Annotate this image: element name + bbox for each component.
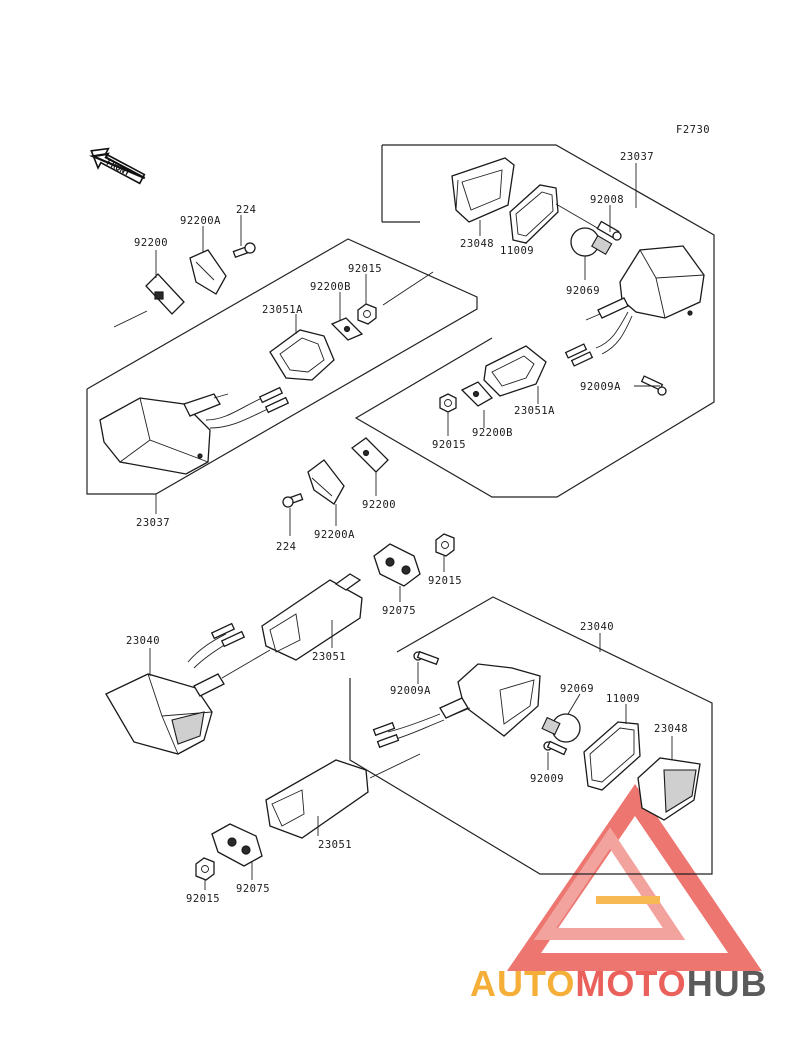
label-224-top: 224 xyxy=(236,204,256,216)
nut-92015-right xyxy=(439,393,457,413)
label-92200-mid: 92200 xyxy=(362,499,396,511)
label-92200b-left: 92200B xyxy=(310,281,351,293)
watermark-auto: AUTO xyxy=(470,963,575,1004)
plate-92200-mid xyxy=(350,437,389,473)
label-92075-bottom: 92075 xyxy=(236,883,270,895)
bulb-92069-bottom xyxy=(541,713,581,743)
label-11009-top: 11009 xyxy=(500,245,534,257)
housing-23037-top xyxy=(564,245,705,367)
plate-92200-top xyxy=(145,273,185,315)
label-23040-left: 23040 xyxy=(126,635,160,647)
boot-23051-bottom xyxy=(265,753,421,839)
nut-92015-top xyxy=(357,303,377,325)
bracket-92200a-top xyxy=(189,249,227,295)
leader-lines xyxy=(149,163,673,890)
label-23051a-left: 23051A xyxy=(262,304,303,316)
screw-92009 xyxy=(543,740,568,756)
watermark-hub: HUB xyxy=(687,963,768,1004)
upper-right-frame xyxy=(354,144,715,498)
label-23037-left: 23037 xyxy=(136,517,170,529)
label-92015-bottom: 92015 xyxy=(186,893,220,905)
label-23037-top: 23037 xyxy=(620,151,654,163)
plate-92200b-left xyxy=(330,317,364,341)
label-92075-mid: 92075 xyxy=(382,605,416,617)
part-labels: 23037 23048 11009 92008 92069 92009A 230… xyxy=(126,151,688,905)
svg-text:AUTOMOTOHUB: AUTOMOTOHUB xyxy=(470,963,768,1004)
upper-left-frame xyxy=(86,238,478,495)
boot-23051a-right xyxy=(483,345,547,397)
gasket-11009-top xyxy=(509,184,559,244)
screw-92009a-top xyxy=(640,375,667,396)
label-23040-right: 23040 xyxy=(580,621,614,633)
label-23051-mid: 23051 xyxy=(312,651,346,663)
label-92200b-right: 92200B xyxy=(472,427,513,439)
lens-23048-bottom xyxy=(637,757,701,821)
label-92009a-top: 92009A xyxy=(580,381,621,393)
lower-right-frame xyxy=(349,596,713,875)
housing-23037-left xyxy=(99,386,290,475)
label-92200a-top: 92200A xyxy=(180,215,221,227)
screw-92009a-bottom xyxy=(413,650,440,666)
label-23051a-right: 23051A xyxy=(514,405,555,417)
grommet-92075-bottom xyxy=(211,823,263,867)
label-11009-bottom: 11009 xyxy=(606,693,640,705)
boot-23051a-left xyxy=(269,329,335,381)
figure-code: F2730 xyxy=(676,124,710,136)
front-arrow-icon: FRONT xyxy=(88,147,146,185)
watermark-logo xyxy=(506,784,762,971)
label-92200a-mid: 92200A xyxy=(314,529,355,541)
housing-23040-left xyxy=(105,622,271,755)
plate-92200b-right xyxy=(460,381,494,407)
label-92009: 92009 xyxy=(530,773,564,785)
label-92200-top: 92200 xyxy=(134,237,168,249)
label-224-mid: 224 xyxy=(276,541,296,553)
label-92015-mid: 92015 xyxy=(428,575,462,587)
housing-23040-right xyxy=(372,663,541,749)
gasket-11009-bottom xyxy=(583,721,641,791)
label-92069-top: 92069 xyxy=(566,285,600,297)
grommet-92075-mid xyxy=(373,543,421,587)
boot-23051-mid xyxy=(261,573,363,661)
label-92069-bottom: 92069 xyxy=(560,683,594,695)
screw-224-mid xyxy=(282,492,304,508)
bracket-92200a-mid xyxy=(307,459,345,505)
label-23048-bottom: 23048 xyxy=(654,723,688,735)
nut-92015-bottom xyxy=(195,857,215,881)
watermark-text: AUTOMOTOHUB xyxy=(470,963,768,1004)
bulb-92069-top xyxy=(570,227,613,257)
nut-92015-mid xyxy=(435,533,455,557)
label-23048-top: 23048 xyxy=(460,238,494,250)
screw-224-top xyxy=(232,242,256,259)
label-92015-top: 92015 xyxy=(348,263,382,275)
lens-23048-top xyxy=(451,157,515,223)
label-23051-bottom: 23051 xyxy=(318,839,352,851)
label-92008: 92008 xyxy=(590,194,624,206)
watermark-moto: MOTO xyxy=(575,963,686,1004)
label-92015-right: 92015 xyxy=(432,439,466,451)
label-92009a-bottom: 92009A xyxy=(390,685,431,697)
